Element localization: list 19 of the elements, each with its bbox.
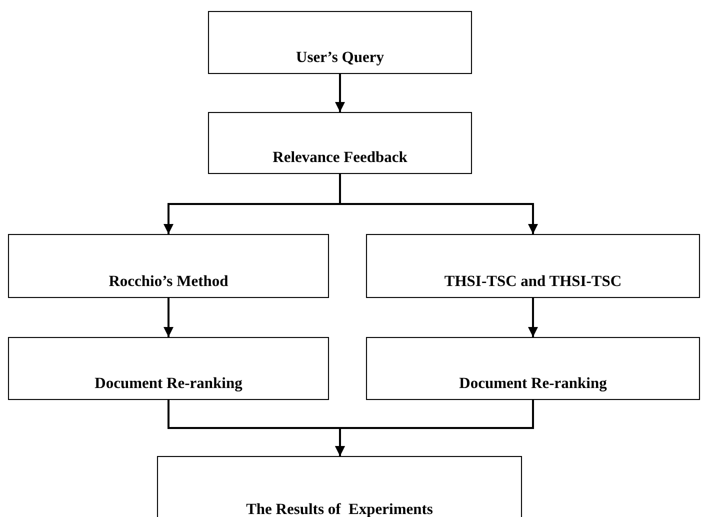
arrow xyxy=(335,74,345,112)
arrow xyxy=(339,174,538,234)
box-label: Rocchio’s Method xyxy=(108,273,228,291)
box-label: User’s Query xyxy=(296,49,384,67)
arrow xyxy=(164,298,174,337)
box-label: Document Re-ranking xyxy=(459,375,607,393)
process-box xyxy=(157,456,522,517)
process-box xyxy=(366,337,700,400)
process-box xyxy=(208,11,472,74)
process-box xyxy=(8,337,329,400)
box-label: Relevance Feedback xyxy=(272,149,408,167)
process-box xyxy=(366,234,700,298)
arrow xyxy=(528,298,538,337)
box-label: Document Re-ranking xyxy=(94,375,242,393)
process-box xyxy=(208,112,472,174)
box-label: THSI-TSC and THSI-TSC xyxy=(444,273,622,291)
process-box xyxy=(8,234,329,298)
box-label: The Results of Experiments xyxy=(246,501,433,517)
arrow xyxy=(335,400,534,456)
